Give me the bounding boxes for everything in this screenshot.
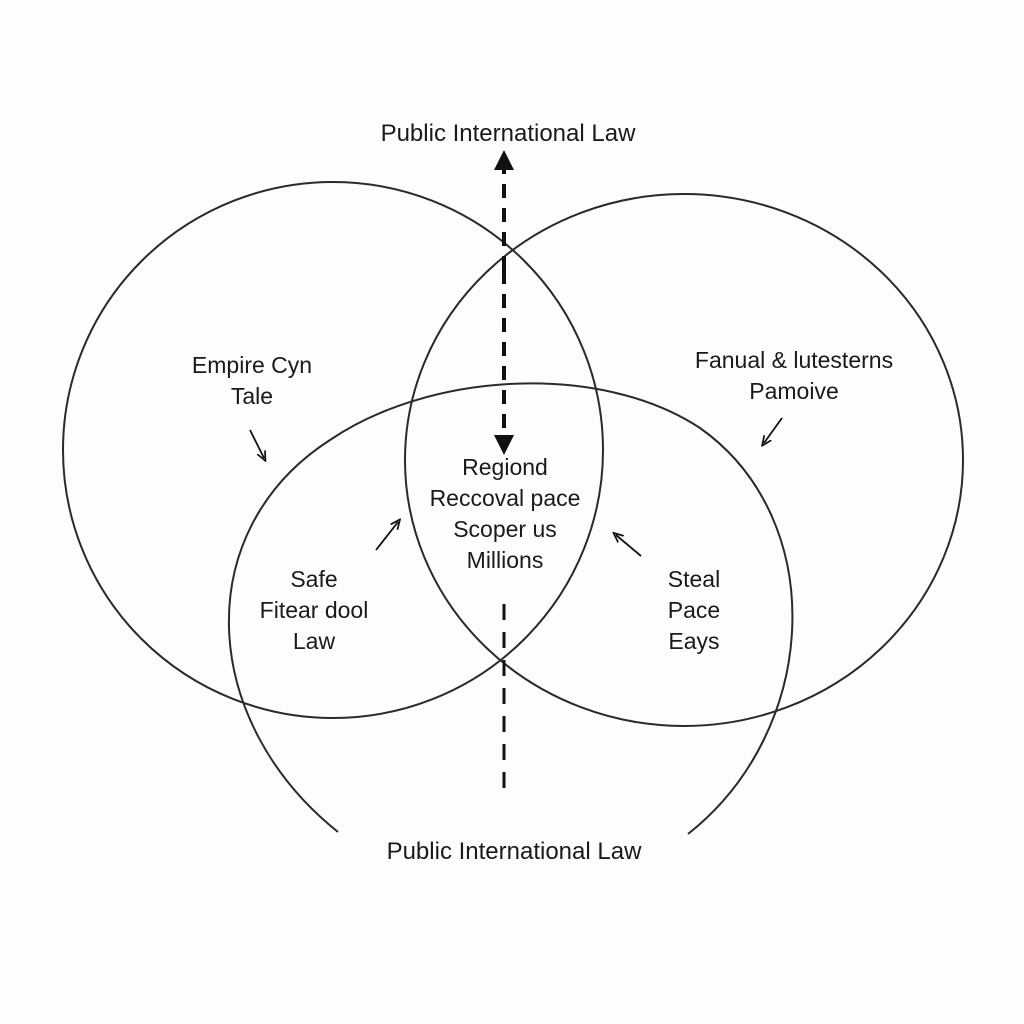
center-overlap-label-line: Regiond: [462, 454, 548, 480]
left-circle: [62, 181, 604, 719]
right-lower-label: Steal Pace Eays: [614, 564, 774, 657]
pointer-arrow-left-lower: [375, 522, 398, 551]
left-lower-label-line: Fitear dool: [259, 597, 369, 623]
lower-arc: [228, 382, 794, 835]
center-overlap-label-line: Millions: [466, 547, 544, 573]
right-circle: [404, 193, 964, 727]
right-circle-label: Fanual & lutesterns Pamoive: [654, 345, 934, 407]
center-overlap-label-line: Reccoval pace: [429, 485, 581, 511]
left-circle-label-line: Tale: [230, 383, 274, 409]
left-lower-label: Safe Fitear dool Law: [214, 564, 414, 657]
pointer-arrow-right-circle: [764, 417, 783, 443]
right-lower-label-line: Pace: [667, 597, 721, 623]
right-circle-label-line: Pamoive: [749, 378, 839, 404]
right-lower-label-line: Eays: [668, 628, 720, 654]
center-overlap-label: Regiond Reccoval pace Scoper us Millions: [390, 452, 620, 576]
right-lower-label-line: Steal: [667, 566, 721, 592]
right-circle-label-line: Fanual & lutesterns: [694, 347, 894, 373]
pointer-arrow-left-circle: [249, 429, 264, 458]
left-circle-label-line: Empire Cyn: [191, 352, 313, 378]
left-circle-label: Empire Cyn Tale: [142, 350, 362, 412]
bottom-title: Public International Law: [386, 838, 642, 865]
left-lower-label-line: Law: [292, 628, 336, 654]
left-lower-label-line: Safe: [290, 566, 338, 592]
top-title: Public International Law: [380, 120, 636, 147]
center-overlap-label-line: Scoper us: [453, 516, 557, 542]
pointer-arrow-right-lower: [616, 535, 642, 557]
